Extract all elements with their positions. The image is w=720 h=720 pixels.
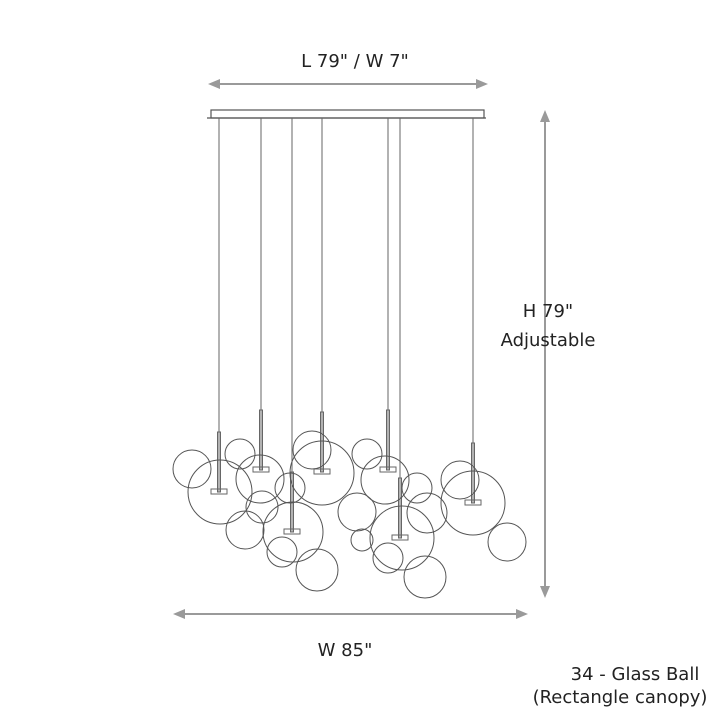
glass-ball bbox=[403, 555, 447, 599]
lamp-cap bbox=[252, 466, 270, 473]
length-arrow bbox=[208, 79, 488, 89]
glass-ball bbox=[350, 528, 374, 552]
lamp-cap bbox=[379, 466, 397, 473]
height-label: H 79" bbox=[522, 301, 574, 322]
glass-ball bbox=[172, 449, 212, 489]
lamp-tube bbox=[471, 442, 475, 504]
ball-count-label: 34 - Glass Ball bbox=[570, 664, 700, 685]
glass-ball bbox=[289, 440, 355, 506]
glass-balls bbox=[172, 430, 527, 599]
lamp-tube bbox=[259, 409, 263, 471]
lamp-tube bbox=[386, 409, 390, 471]
glass-ball bbox=[406, 492, 448, 534]
glass-ball bbox=[224, 438, 256, 470]
length-width-label: L 79" / W 7" bbox=[301, 51, 409, 72]
glass-ball bbox=[337, 492, 377, 532]
lamp-tube bbox=[217, 431, 221, 493]
lamp-cap bbox=[391, 534, 409, 541]
lamp-tube bbox=[320, 411, 324, 473]
lamp-cap bbox=[283, 528, 301, 535]
glass-ball bbox=[245, 490, 279, 524]
glass-ball bbox=[369, 505, 435, 571]
lamp-cap bbox=[313, 468, 331, 475]
glass-ball bbox=[235, 454, 285, 504]
canopy-type-label: (Rectangle canopy) bbox=[532, 687, 708, 708]
glass-ball bbox=[187, 459, 253, 525]
glass-ball bbox=[372, 542, 404, 574]
glass-ball bbox=[487, 522, 527, 562]
width-arrow bbox=[173, 609, 528, 619]
width-label: W 85" bbox=[317, 640, 373, 661]
glass-ball bbox=[401, 472, 433, 504]
glass-ball bbox=[295, 548, 339, 592]
dimension-arrows bbox=[173, 79, 550, 619]
glass-ball bbox=[440, 470, 506, 536]
pendant-rods bbox=[210, 118, 482, 541]
canopy bbox=[207, 109, 486, 119]
glass-ball bbox=[225, 510, 265, 550]
lamp-cap bbox=[210, 488, 228, 495]
glass-ball bbox=[440, 460, 480, 500]
height-note: Adjustable bbox=[500, 330, 596, 351]
glass-ball bbox=[360, 455, 410, 505]
glass-ball bbox=[266, 536, 298, 568]
glass-ball bbox=[351, 438, 383, 470]
glass-ball bbox=[292, 430, 332, 470]
lamp-tube bbox=[398, 477, 402, 539]
height-arrow bbox=[540, 110, 550, 598]
lamp-cap bbox=[464, 499, 482, 506]
